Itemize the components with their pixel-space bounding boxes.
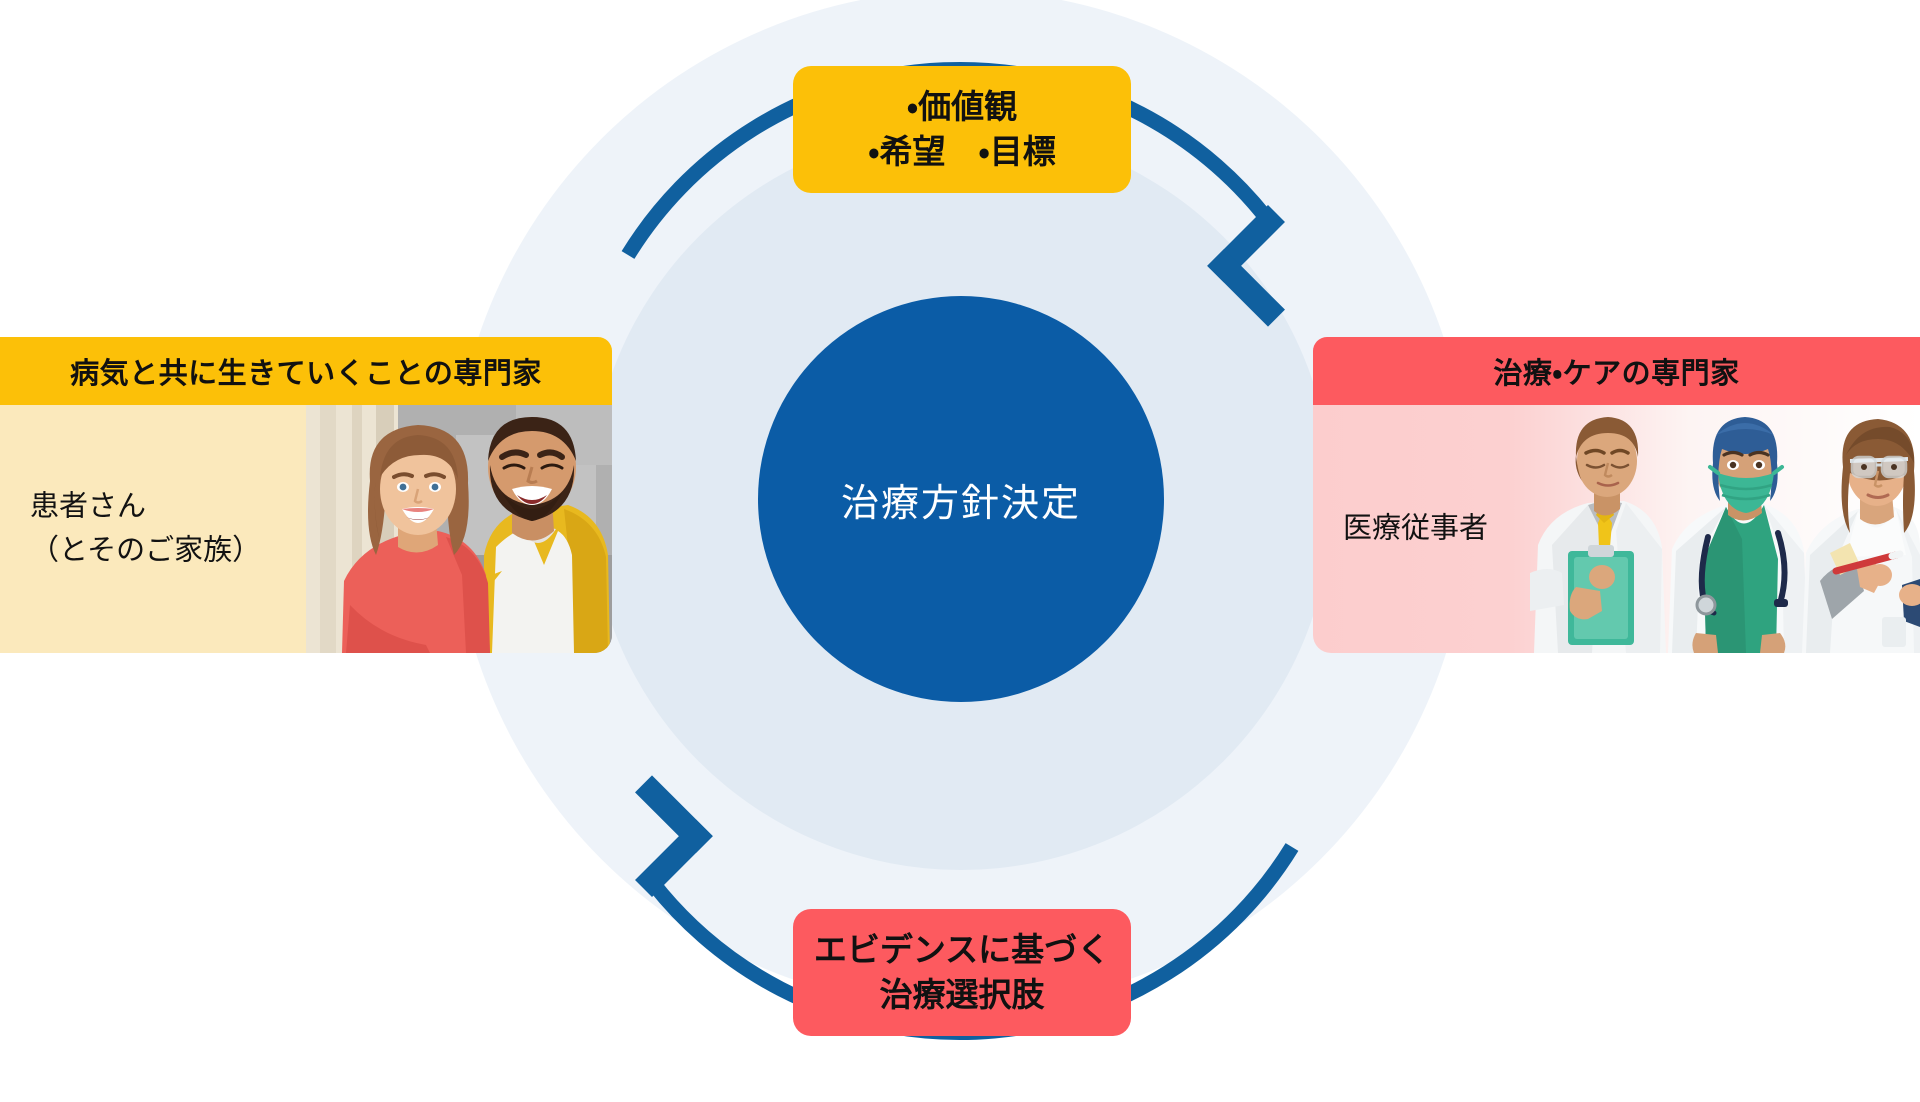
- bottom-evidence-box: エビデンスに基づく 治療選択肢: [793, 909, 1131, 1036]
- healthcare-workers-illustration: [1530, 405, 1920, 653]
- patient-card: 病気と共に生きていくことの専門家 患者さん （とそのご家族）: [0, 337, 612, 653]
- healthcare-label-line-1: 医療従事者: [1343, 512, 1489, 545]
- patient-and-family-illustration: [306, 405, 612, 653]
- patient-card-header: 病気と共に生きていくことの専門家: [0, 337, 612, 405]
- bottom-box-line-2: 治療選択肢: [879, 975, 1045, 1013]
- center-circle: 治療方針決定: [758, 296, 1164, 702]
- bottom-box-line-1: エビデンスに基づく: [813, 930, 1111, 968]
- patient-card-body: 患者さん （とそのご家族）: [0, 405, 612, 653]
- healthcare-card: 治療・ケアの専門家 医療従事者: [1313, 337, 1920, 653]
- patient-card-body-label: 患者さん （とそのご家族）: [30, 486, 261, 573]
- healthcare-card-header: 治療・ケアの専門家: [1313, 337, 1920, 405]
- healthcare-card-body: 医療従事者: [1313, 405, 1920, 653]
- center-circle-label: 治療方針決定: [840, 482, 1081, 525]
- top-values-box: ・価値観 ・希望 ・目標: [793, 66, 1131, 193]
- healthcare-card-body-label: 医療従事者: [1343, 507, 1488, 551]
- patient-label-line-1: 患者さん: [30, 490, 147, 523]
- top-box-line-1: ・価値観: [906, 87, 1018, 125]
- top-box-line-2: ・希望 ・目標: [868, 132, 1056, 170]
- patient-label-line-2: （とそのご家族）: [30, 534, 262, 566]
